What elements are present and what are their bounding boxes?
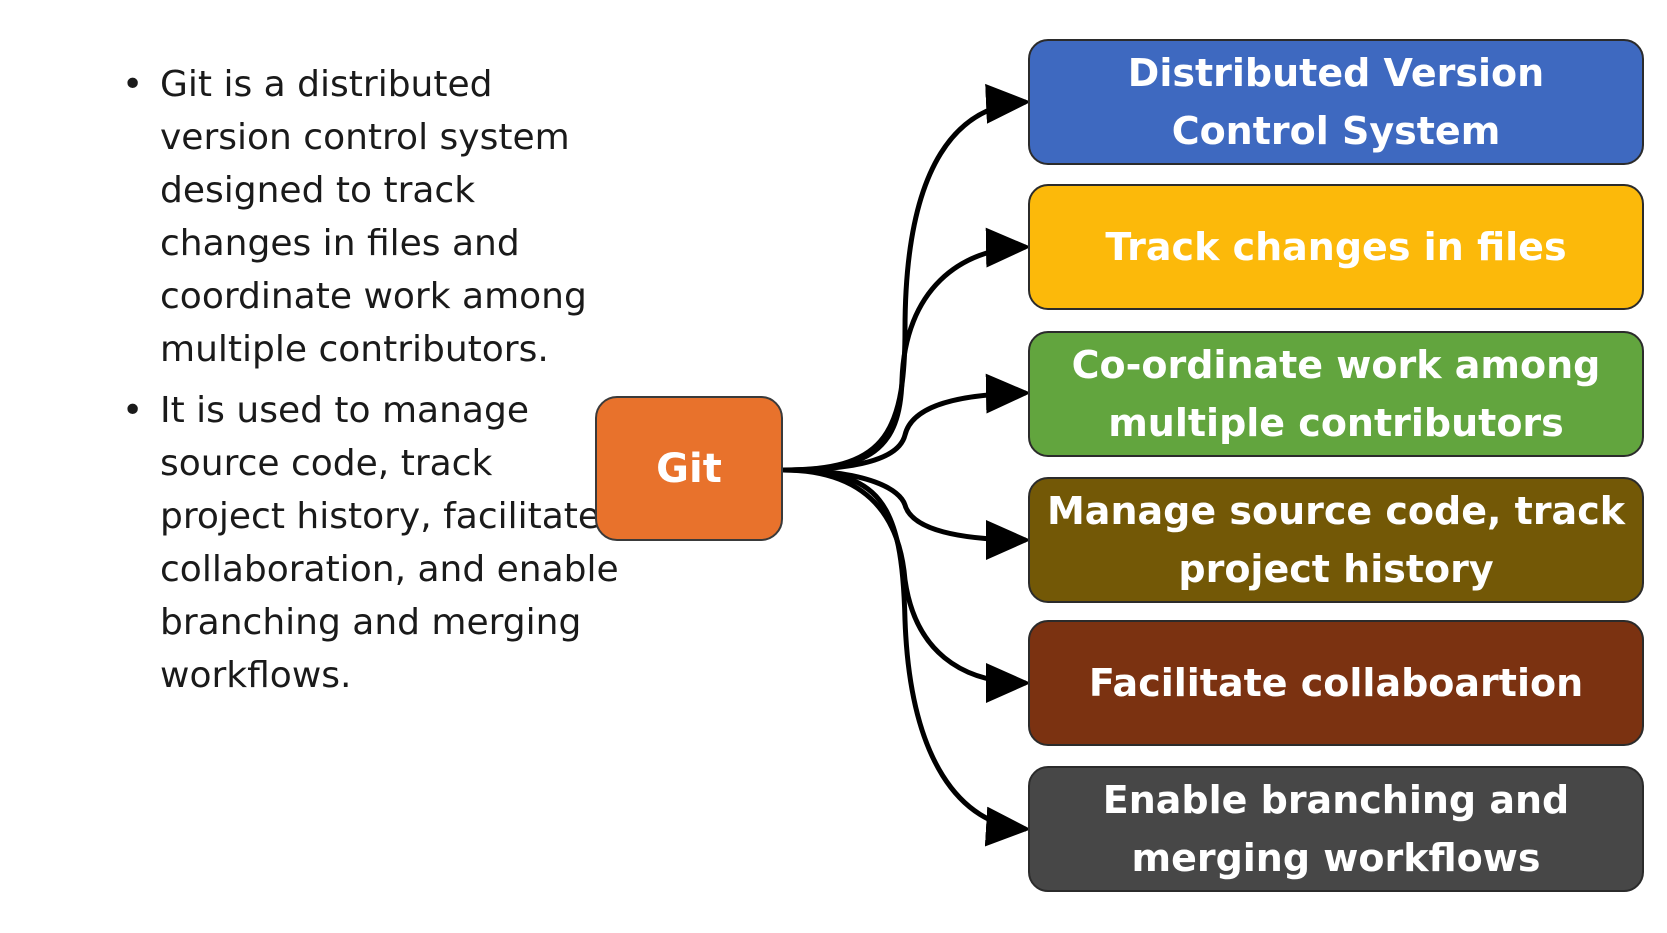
bullet-item: • Git is a distributed version control s… xyxy=(122,58,622,376)
arrow-to-box-0 xyxy=(782,83,1031,473)
bullet-list: • Git is a distributed version control s… xyxy=(122,58,622,710)
feature-box-manage-source: Manage source code, track project histor… xyxy=(1028,477,1644,603)
bullet-text: Git is a distributed version control sys… xyxy=(160,64,587,370)
feature-box-branching-merging: Enable branching and merging workflows xyxy=(1028,766,1644,892)
arrow-to-box-5 xyxy=(782,467,1031,847)
arrow-to-box-2 xyxy=(782,373,1031,473)
git-hub-node: Git xyxy=(595,396,783,541)
feature-box-track-changes: Track changes in files xyxy=(1028,184,1644,310)
feature-box-distributed-vcs: Distributed Version Control System xyxy=(1028,39,1644,165)
bullet-text: It is used to manage source code, track … xyxy=(160,390,619,696)
bullet-item: • It is used to manage source code, trac… xyxy=(122,384,622,702)
bullet-dot-icon: • xyxy=(122,390,144,431)
arrow-to-box-1 xyxy=(782,227,1031,473)
bullet-dot-icon: • xyxy=(122,64,144,105)
feature-box-coordinate-work: Co-ordinate work among multiple contribu… xyxy=(1028,331,1644,457)
arrow-to-box-3 xyxy=(782,467,1031,560)
feature-box-facilitate-collaboration: Facilitate collaboartion xyxy=(1028,620,1644,746)
